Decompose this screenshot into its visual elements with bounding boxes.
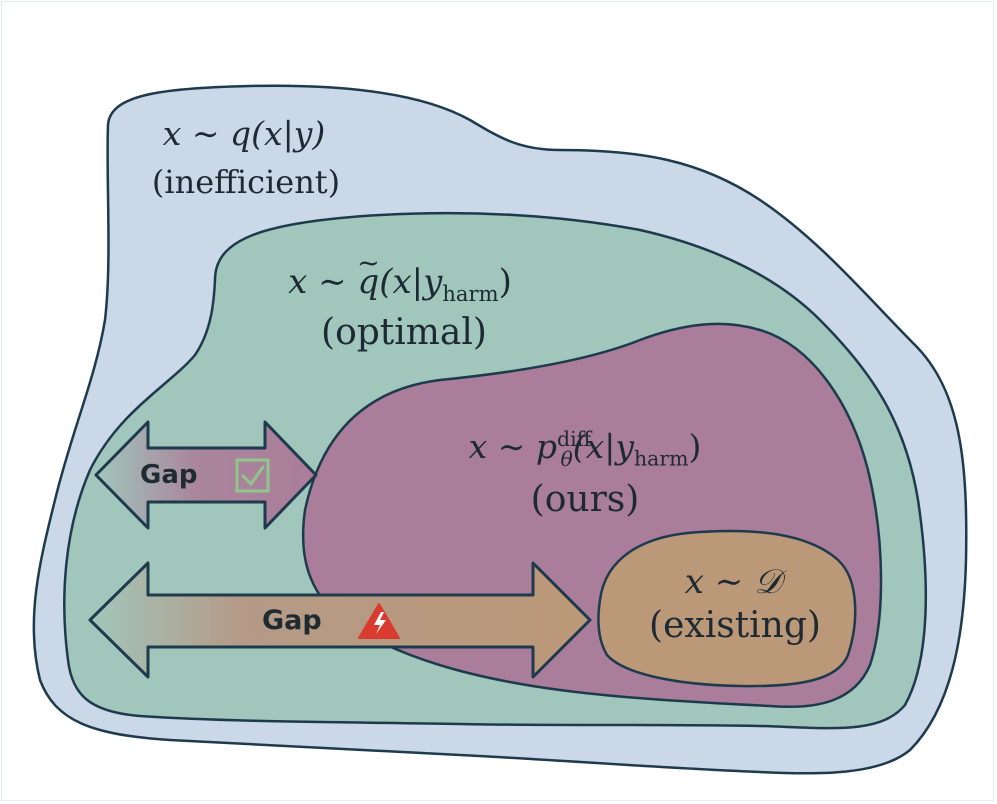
- optimal-dist-open: (x|y: [379, 262, 443, 302]
- optimal-dist-head: q: [357, 265, 379, 299]
- ours-note: (ours): [530, 479, 640, 520]
- existing-formula: x ∼ 𝒟: [685, 565, 781, 599]
- ours-dist-head: p: [535, 427, 558, 466]
- region-existing: [597, 529, 857, 688]
- inefficient-dist: q(x|y): [230, 114, 326, 153]
- optimal-note: (optimal): [321, 312, 487, 353]
- ours-var: x: [468, 427, 488, 466]
- inefficient-formula: x ∼ q(x|y): [163, 117, 326, 150]
- ours-rel: ∼: [497, 427, 526, 466]
- ours-dist-close: ): [688, 427, 702, 466]
- ours-dist-sup: diff: [557, 427, 592, 451]
- check-box-icon: [235, 458, 270, 493]
- ours-dist-sub2: harm: [634, 446, 689, 471]
- existing-var: x: [684, 562, 704, 602]
- optimal-dist-close: ): [498, 262, 512, 302]
- inefficient-var: x: [162, 114, 182, 153]
- existing-note: (existing): [649, 605, 821, 646]
- optimal-var: x: [288, 262, 308, 302]
- ours-dist-sub: θ: [560, 446, 573, 471]
- lower-gap-label: Gap: [262, 605, 322, 636]
- ours-dist-open: (x|y: [572, 427, 635, 466]
- ours-formula: x ∼ pdiffθ(x|yharm): [468, 427, 702, 469]
- existing-dist: 𝒟: [754, 562, 782, 602]
- inefficient-note: (inefficient): [151, 163, 341, 201]
- lower-gap-arrow: [88, 561, 592, 679]
- upper-gap-arrow: [94, 420, 318, 530]
- inefficient-rel: ∼: [191, 114, 220, 153]
- optimal-dist-sub: harm: [442, 280, 499, 306]
- upper-gap-label: Gap: [140, 460, 198, 490]
- optimal-rel: ∼: [318, 262, 347, 302]
- optimal-formula: x ∼ q(x|yharm): [288, 262, 512, 304]
- warning-bolt-icon: [358, 603, 400, 639]
- existing-rel: ∼: [714, 562, 744, 602]
